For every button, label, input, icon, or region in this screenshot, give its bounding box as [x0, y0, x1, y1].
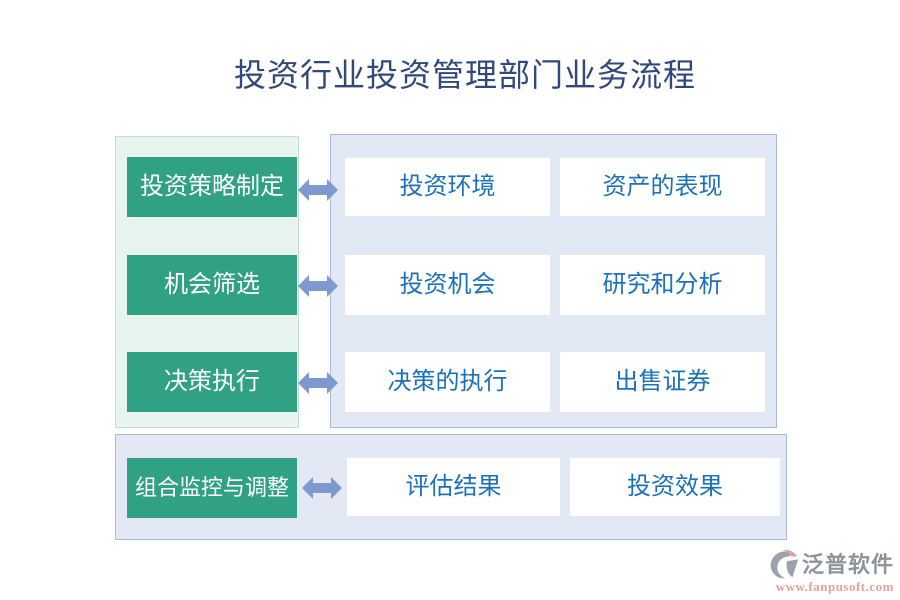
- page-title: 投资行业投资管理部门业务流程: [233, 57, 696, 93]
- stage-opportunity-screening: 机会筛选: [127, 255, 297, 315]
- watermark: 泛普软件 www.fanpusoft.com: [758, 549, 894, 595]
- box-sell-securities: 出售证券: [560, 352, 765, 412]
- box-investment-opportunity: 投资机会: [345, 255, 550, 315]
- double-arrow-icon: [298, 179, 338, 201]
- double-arrow-icon: [298, 275, 338, 297]
- fanpu-logo-icon: [770, 549, 799, 579]
- watermark-brand-text: 泛普软件: [801, 551, 894, 577]
- watermark-url-text: www.fanpusoft.com: [775, 579, 894, 594]
- box-investment-effect: 投资效果: [570, 458, 780, 516]
- double-arrow-icon: [302, 477, 342, 499]
- box-investment-environment: 投资环境: [345, 158, 550, 216]
- stage-decision-execution: 决策执行: [127, 352, 297, 412]
- box-evaluate-results: 评估结果: [347, 458, 560, 516]
- stage-portfolio-monitoring: 组合监控与调整: [127, 458, 297, 518]
- box-asset-performance: 资产的表现: [560, 158, 765, 216]
- box-decision-execution: 决策的执行: [345, 352, 550, 412]
- double-arrow-icon: [298, 372, 338, 394]
- box-research-analysis: 研究和分析: [560, 255, 765, 315]
- stage-strategy-formulation: 投资策略制定: [127, 157, 297, 217]
